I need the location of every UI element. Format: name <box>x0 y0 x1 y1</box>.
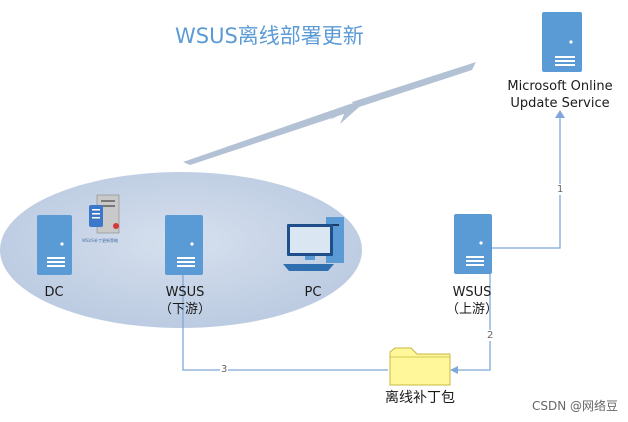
step-2-label: 2 <box>486 330 495 341</box>
wsus-upstream-line1: WSUS <box>452 285 492 300</box>
diagram-title: WSUS离线部署更新 <box>175 24 364 48</box>
pc-icon <box>283 217 344 271</box>
wsus-upstream-label: WSUS （上游） <box>437 284 507 318</box>
step-1-label: 1 <box>556 184 565 195</box>
wsus-downstream-line1: WSUS <box>165 285 205 300</box>
connector-2 <box>452 258 491 371</box>
ms-server-icon <box>542 12 582 72</box>
connector-1 <box>490 112 561 249</box>
arrow-to-patch <box>450 366 458 374</box>
patch-folder-icon <box>389 347 451 386</box>
wsus-upstream-server-icon <box>454 214 492 274</box>
wsus-upstream-line2: （上游） <box>445 302 498 317</box>
ms-label-line2: Update Service <box>510 96 610 111</box>
step-3-label: 3 <box>220 364 229 375</box>
pc-label: PC <box>304 285 322 300</box>
wsus-document-icon: WSUS补丁更新策略 <box>82 194 120 243</box>
arrow-to-ms <box>555 110 565 118</box>
ms-update-service-label: Microsoft Online Update Service <box>500 78 620 112</box>
watermark: CSDN @网络豆 <box>531 399 618 413</box>
wsus-downstream-label: WSUS （下游） <box>150 284 220 318</box>
dc-server-icon <box>37 215 72 275</box>
wsus-downstream-server-icon <box>165 215 203 275</box>
patch-folder-label: 离线补丁包 <box>385 390 455 406</box>
svg-text:WSUS补丁更新策略: WSUS补丁更新策略 <box>82 237 118 243</box>
dc-label: DC <box>44 285 64 300</box>
connector-3 <box>182 272 388 371</box>
wsus-downstream-line2: （下游） <box>158 302 211 317</box>
ms-label-line1: Microsoft Online <box>507 79 613 94</box>
internet-link-icon <box>183 62 476 165</box>
